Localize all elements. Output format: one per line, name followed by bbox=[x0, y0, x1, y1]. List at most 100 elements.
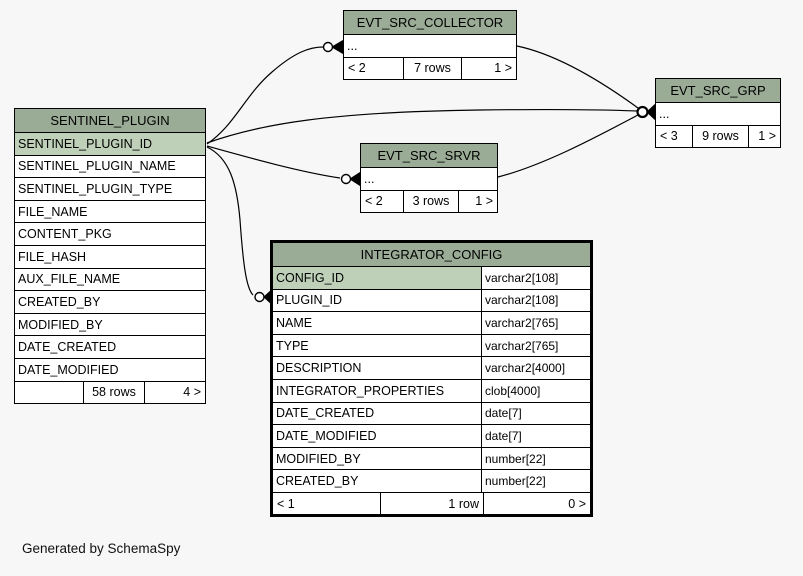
column-row: MODIFIED_BY number[22] bbox=[273, 446, 590, 470]
column-row: CREATED_BY number[22] bbox=[273, 469, 590, 492]
column-type: number[22] bbox=[485, 474, 546, 489]
column-row: DESCRIPTION varchar2[4000] bbox=[273, 356, 590, 379]
footer-row-count: 3 rows bbox=[403, 190, 458, 213]
column-type: varchar2[765] bbox=[485, 315, 559, 330]
column-row: SENTINEL_PLUGIN_NAME bbox=[15, 154, 205, 178]
table-title-sentinel-plugin[interactable]: SENTINEL_PLUGIN bbox=[15, 109, 205, 132]
table-footer: 58 rows 4 > bbox=[15, 380, 205, 404]
zero-circle-grp bbox=[636, 105, 649, 119]
column-name: FILE_HASH bbox=[18, 249, 87, 264]
relationship-line-plugin-to-collector bbox=[206, 46, 324, 145]
footer-parents bbox=[15, 382, 83, 404]
crowfoot-collector bbox=[331, 39, 344, 55]
column-name: CONFIG_ID bbox=[273, 267, 482, 289]
column-row: CONTENT_PKG bbox=[15, 222, 205, 245]
column-name: MODIFIED_BY bbox=[273, 447, 482, 470]
column-name: MODIFIED_BY bbox=[18, 317, 103, 332]
column-type: varchar2[108] bbox=[485, 293, 559, 308]
column-name: INTEGRATOR_PROPERTIES bbox=[273, 379, 482, 402]
zero-circle-integrator bbox=[254, 291, 265, 303]
entity-table-evt-src-grp: EVT_SRC_GRP ... < 3 9 rows 1 > bbox=[655, 78, 781, 149]
relationship-line-plugin-to-grp bbox=[206, 108, 638, 144]
column-type: varchar2[108] bbox=[485, 270, 559, 285]
zero-circle-srvr bbox=[340, 173, 352, 185]
table-title-integrator-config[interactable]: INTEGRATOR_CONFIG bbox=[273, 243, 590, 266]
column-row: SENTINEL_PLUGIN_TYPE bbox=[15, 177, 205, 200]
column-row: MODIFIED_BY bbox=[15, 312, 205, 336]
footer-children: 1 > bbox=[458, 190, 497, 213]
column-row: INTEGRATOR_PROPERTIES clob[4000] bbox=[273, 378, 590, 402]
relationship-line-plugin-to-integrator bbox=[206, 146, 254, 296]
crowfoot-srvr bbox=[349, 171, 361, 187]
column-name: AUX_FILE_NAME bbox=[18, 272, 121, 287]
footer-parents: < 2 bbox=[348, 61, 366, 76]
column-row: DATE_MODIFIED bbox=[15, 357, 205, 381]
footer-parents: < 2 bbox=[365, 194, 383, 209]
ellipsis: ... bbox=[347, 38, 358, 53]
entity-table-evt-src-collector: EVT_SRC_COLLECTOR ... < 2 7 rows 1 > bbox=[343, 10, 517, 81]
column-name: FILE_NAME bbox=[18, 204, 88, 219]
column-name: SENTINEL_PLUGIN_ID bbox=[18, 136, 153, 151]
column-name: DESCRIPTION bbox=[273, 357, 482, 379]
entity-table-integrator-config: INTEGRATOR_CONFIG CONFIG_ID varchar2[108… bbox=[270, 240, 593, 518]
table-footer: < 1 1 row 0 > bbox=[273, 491, 590, 515]
column-row: CREATED_BY bbox=[15, 290, 205, 313]
collapsed-columns-row: ... bbox=[656, 102, 780, 125]
column-type: varchar2[4000] bbox=[485, 361, 566, 376]
column-type: clob[4000] bbox=[485, 383, 541, 398]
column-row-primary-key: SENTINEL_PLUGIN_ID bbox=[15, 132, 205, 155]
column-name: TYPE bbox=[273, 334, 482, 357]
column-name: CREATED_BY bbox=[273, 470, 482, 492]
column-name: SENTINEL_PLUGIN_NAME bbox=[18, 159, 176, 174]
column-row: PLUGIN_ID varchar2[108] bbox=[273, 288, 590, 312]
column-name: DATE_CREATED bbox=[273, 402, 482, 425]
zero-circle-collector bbox=[322, 41, 334, 53]
footer-children: 1 > bbox=[748, 125, 780, 148]
relationship-line-collector-to-grp bbox=[516, 45, 639, 109]
footer-parents: < 3 bbox=[660, 129, 678, 144]
column-type: date[7] bbox=[485, 428, 522, 443]
collapsed-columns-row: ... bbox=[361, 167, 497, 190]
footer-parents: < 1 bbox=[277, 496, 295, 511]
table-title-evt-src-collector[interactable]: EVT_SRC_COLLECTOR bbox=[344, 11, 516, 34]
table-title-evt-src-grp[interactable]: EVT_SRC_GRP bbox=[656, 79, 780, 102]
table-footer: < 2 7 rows 1 > bbox=[344, 56, 516, 80]
column-name: NAME bbox=[273, 312, 482, 334]
footer-children: 4 > bbox=[144, 381, 205, 404]
table-footer: < 2 3 rows 1 > bbox=[361, 189, 497, 213]
footer-row-count: 1 row bbox=[380, 492, 483, 515]
column-name: DATE_MODIFIED bbox=[273, 425, 482, 447]
column-row: DATE_CREATED bbox=[15, 335, 205, 358]
table-footer: < 3 9 rows 1 > bbox=[656, 124, 780, 148]
column-name: CREATED_BY bbox=[18, 294, 101, 309]
generated-by-credit: Generated by SchemaSpy bbox=[22, 541, 181, 556]
column-name: CONTENT_PKG bbox=[18, 227, 112, 242]
entity-table-sentinel-plugin: SENTINEL_PLUGIN SENTINEL_PLUGIN_ID SENTI… bbox=[14, 108, 206, 405]
ellipsis: ... bbox=[364, 171, 375, 186]
relationship-line-plugin-to-srvr bbox=[206, 145, 341, 179]
column-type: varchar2[765] bbox=[485, 338, 559, 353]
entity-table-evt-src-srvr: EVT_SRC_SRVR ... < 2 3 rows 1 > bbox=[360, 143, 498, 214]
column-type: number[22] bbox=[485, 451, 546, 466]
column-row-primary-key: CONFIG_ID varchar2[108] bbox=[273, 266, 590, 289]
collapsed-columns-row: ... bbox=[344, 34, 516, 57]
relationship-line-srvr-to-grp bbox=[497, 114, 639, 178]
footer-children: 1 > bbox=[461, 57, 516, 80]
column-row: FILE_HASH bbox=[15, 244, 205, 268]
column-name: PLUGIN_ID bbox=[273, 289, 482, 312]
footer-children: 0 > bbox=[483, 492, 590, 515]
column-row: AUX_FILE_NAME bbox=[15, 267, 205, 291]
table-title-evt-src-srvr[interactable]: EVT_SRC_SRVR bbox=[361, 144, 497, 167]
column-type: date[7] bbox=[485, 406, 522, 421]
ellipsis: ... bbox=[659, 106, 670, 121]
column-row: FILE_NAME bbox=[15, 199, 205, 223]
column-name: DATE_CREATED bbox=[18, 340, 117, 355]
footer-row-count: 7 rows bbox=[403, 57, 461, 80]
column-row: TYPE varchar2[765] bbox=[273, 333, 590, 357]
column-name: DATE_MODIFIED bbox=[18, 362, 119, 377]
footer-row-count: 58 rows bbox=[83, 381, 144, 404]
column-row: DATE_MODIFIED date[7] bbox=[273, 424, 590, 447]
column-name: SENTINEL_PLUGIN_TYPE bbox=[18, 181, 173, 196]
column-row: NAME varchar2[765] bbox=[273, 311, 590, 334]
